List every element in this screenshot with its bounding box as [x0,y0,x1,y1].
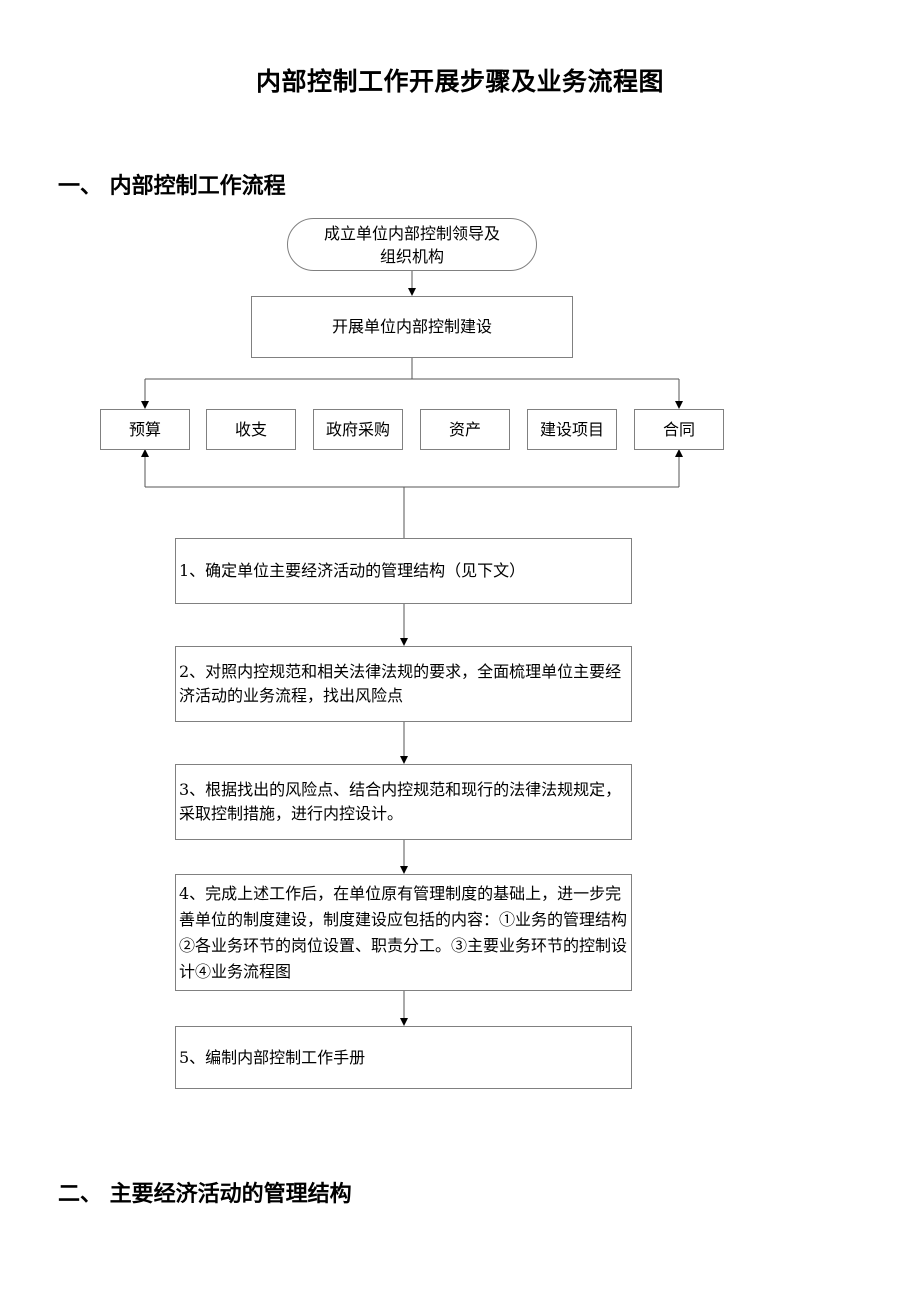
area-procurement: 政府采购 [313,409,403,450]
page-title: 内部控制工作开展步骤及业务流程图 [255,67,664,96]
section-heading-management-structure: 二、 主要经济活动的管理结构 [58,1182,352,1207]
step-3: 3、根据找出的风险点、结合内控规范和现行的法律法规规定，采取控制措施，进行内控设… [175,764,632,840]
area-budget: 预算 [100,409,190,450]
step-2: 2、对照内控规范和相关法律法规的要求，全面梳理单位主要经济活动的业务流程，找出风… [175,646,632,722]
start-node: 成立单位内部控制领导及组织机构 [287,218,537,271]
area-assets: 资产 [420,409,510,450]
section-heading-workflow: 一、 内部控制工作流程 [58,174,286,199]
step-1: 1、确定单位主要经济活动的管理结构（见下文） [175,538,632,604]
area-construction: 建设项目 [527,409,617,450]
area-contract: 合同 [634,409,724,450]
step-4: 4、完成上述工作后，在单位原有管理制度的基础上，进一步完善单位的制度建设，制度建… [175,874,632,991]
area-revenue-expense: 收支 [206,409,296,450]
build-node: 开展单位内部控制建设 [251,296,573,358]
step-5: 5、编制内部控制工作手册 [175,1026,632,1089]
